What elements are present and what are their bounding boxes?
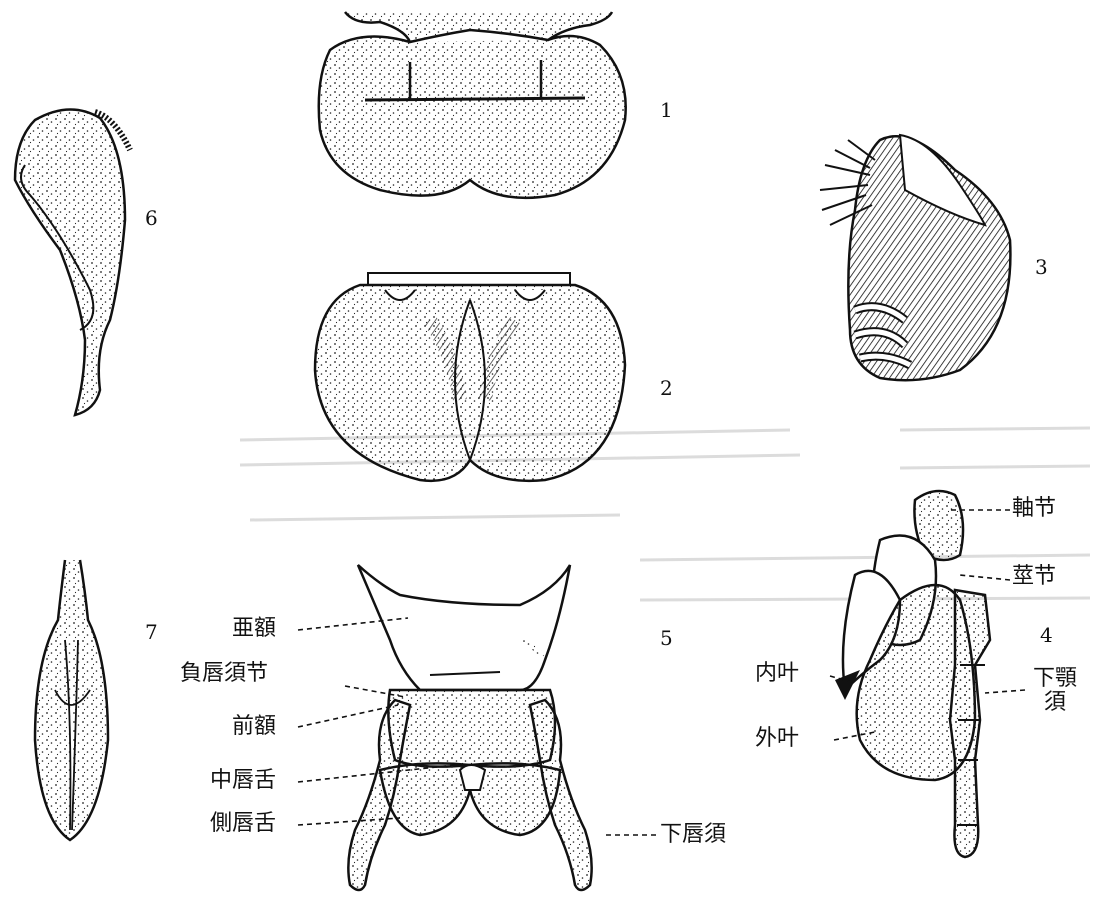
figure-number-2: 2 [660, 378, 673, 398]
label-lacinia: 内叶 [755, 663, 799, 685]
figure-6-structure [15, 109, 130, 415]
label-submentum: 亜額 [232, 618, 276, 640]
label-prementum: 前額 [232, 716, 276, 738]
figure-number-1: 1 [660, 100, 673, 120]
label-galea: 外叶 [755, 728, 799, 750]
label-cardo: 軸节 [1012, 498, 1056, 520]
figure-number-6: 6 [145, 208, 158, 228]
label-palpiger: 負唇須节 [180, 663, 268, 685]
figure-1-labrum [319, 12, 626, 198]
figure-3-mandible [820, 135, 1010, 380]
label-glossa: 中唇舌 [210, 770, 276, 792]
figure-5-labium [348, 565, 591, 890]
label-maxillary-palp: 下顎須 [1030, 667, 1080, 715]
label-labial-palp: 下唇須 [660, 824, 726, 846]
figure-number-5: 5 [660, 628, 673, 648]
figure-number-4: 4 [1040, 625, 1053, 645]
figure-4-maxilla [835, 491, 990, 857]
label-paraglossa: 側唇舌 [210, 813, 276, 835]
figure-7-structure [35, 560, 108, 840]
figure-number-7: 7 [145, 622, 158, 642]
label-stipes: 莖节 [1012, 566, 1056, 588]
figure-number-3: 3 [1035, 257, 1048, 277]
figure-2-clypeus [315, 273, 625, 481]
